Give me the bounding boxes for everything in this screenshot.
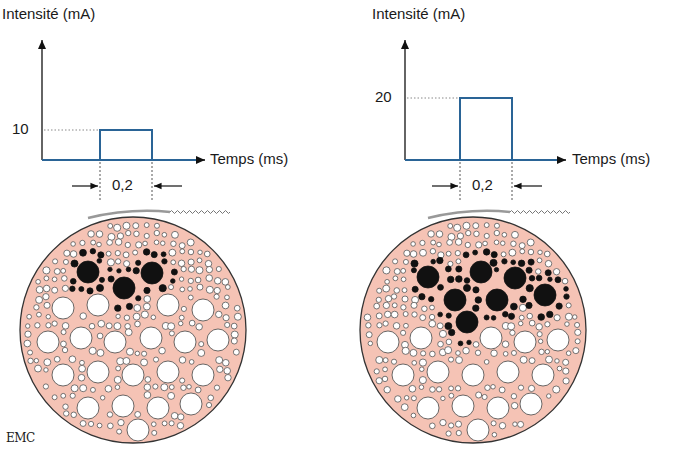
tick-value: 20 — [375, 89, 392, 106]
axis-label: Temps (ms) — [210, 151, 288, 168]
pulse-graph — [405, 40, 566, 200]
tick-value: 10 — [12, 121, 29, 138]
watermark: EMC — [6, 432, 35, 445]
axis-label: Temps (ms) — [572, 151, 650, 168]
nerve-section — [20, 211, 246, 444]
duration-label: 0,2 — [111, 177, 134, 194]
axis-label: Intensité (mA) — [372, 6, 465, 23]
duration-label: 0,2 — [471, 177, 494, 194]
axis-label: Intensité (mA) — [2, 6, 95, 23]
nerve-section — [360, 211, 586, 444]
pulse-graph — [42, 40, 205, 200]
